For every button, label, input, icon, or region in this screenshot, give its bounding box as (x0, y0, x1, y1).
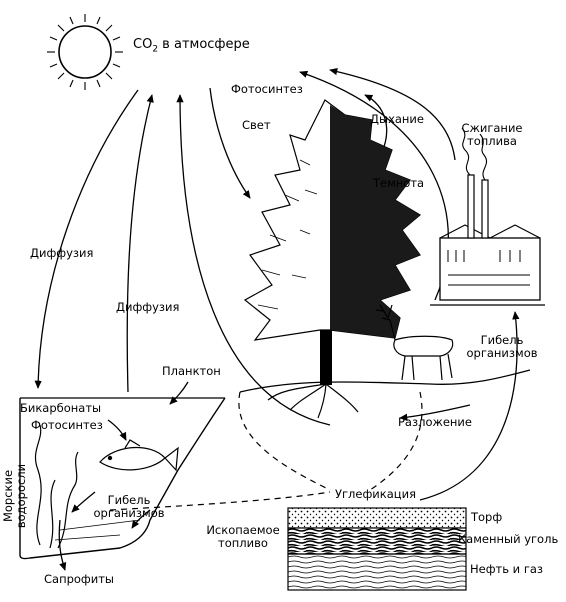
bicarbonates-label: Бикарбонаты (20, 401, 102, 415)
saprophytes-label: Сапрофиты (44, 572, 115, 586)
coalification-label: Углефикация (335, 487, 416, 501)
darkness-label: Темнота (373, 176, 425, 190)
respiration-label: Дыхание (370, 112, 424, 126)
photosynthesis-sea-label: Фотосинтез (31, 418, 103, 432)
deer-icon (375, 304, 454, 381)
ground (239, 369, 531, 393)
co2-text: CO (133, 37, 153, 52)
death-sea-line-2: организмов (93, 506, 165, 520)
tree-icon (243, 99, 422, 419)
fossil-fuel-line-1: Ископаемое (206, 523, 280, 537)
death-land-line-2: организмов (466, 346, 538, 360)
death-sea-label: Гибель организмов (84, 494, 174, 520)
fossil-strata (287, 507, 467, 591)
diffusion-left-label: Диффузия (30, 246, 94, 260)
fish-icon (99, 439, 179, 472)
co2-atmosphere-text: в атмосфере (158, 37, 250, 52)
fossil-fuel-label: Ископаемое топливо (200, 524, 286, 550)
sun-icon (47, 14, 123, 90)
death-land-line-1: Гибель (480, 333, 524, 347)
oil-gas-label: Нефть и газ (470, 562, 544, 576)
fuel-burning-label: Сжигание топлива (452, 122, 532, 148)
coal-label: Каменный уголь (458, 532, 559, 546)
diffusion-right-label: Диффузия (116, 300, 180, 314)
fuel-burning-line-1: Сжигание (461, 121, 523, 135)
plankton-label: Планктон (162, 364, 221, 378)
fuel-burning-line-2: топлива (467, 134, 517, 148)
sea-algae-label: Морские водоросли (1, 440, 28, 552)
coalification-paths (109, 391, 423, 511)
peat-label: Торф (471, 510, 503, 524)
flow-arrows (34, 68, 520, 571)
co2-subscript: 2 (152, 44, 159, 55)
light-label: Свет (242, 118, 271, 132)
death-land-label: Гибель организмов (460, 334, 544, 360)
photosynthesis-label: Фотосинтез (231, 82, 303, 96)
sea-basin (19, 397, 226, 560)
factory-icon (439, 127, 541, 301)
death-sea-line-1: Гибель (107, 493, 151, 507)
sea-algae-line-2: водоросли (14, 463, 28, 529)
co2-label: CO2 в атмосфере (133, 38, 250, 57)
decomposition-label: Разложение (398, 415, 472, 429)
fossil-fuel-line-2: топливо (218, 536, 268, 550)
